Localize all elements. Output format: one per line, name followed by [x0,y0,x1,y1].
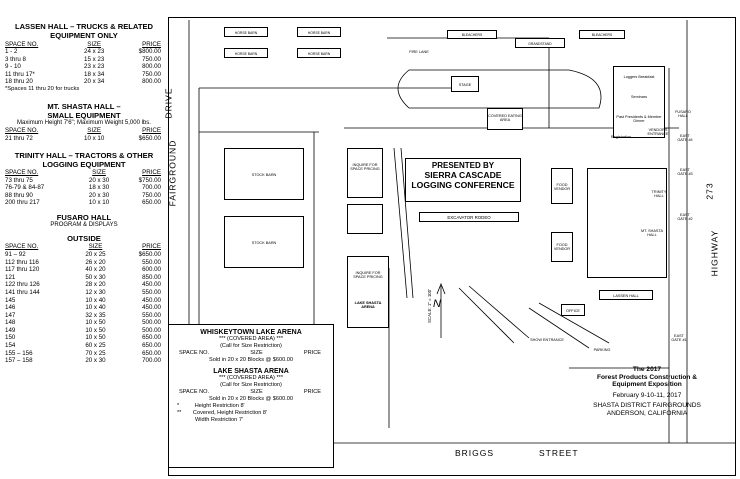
expo-title-block: The 2017 Forest Products Construction & … [593,366,701,417]
food-vendor: FOOD VENDOR [551,232,573,262]
briggs-label: BRIGGS [455,448,495,458]
presented-by: PRESENTED BY [431,161,495,170]
fusaro-hall: Loggers Breakfast Seminars Past Presiden… [613,66,665,138]
logging-display [347,204,383,234]
office: OFFICE [561,304,585,316]
footnote: * Height Restriction 8' [177,403,245,409]
stock-barn: STOCK BARN [224,148,304,200]
bleachers: BLEACHERS [447,30,497,39]
inquire-pricing: INQUIRE FOR SPACE PRICING [347,148,383,198]
trinity-hall-label: TRINITY HALL [651,190,667,199]
col-size: SIZE [87,40,102,48]
sierra-cascade: SIERRA CASCADE [424,170,502,180]
vendors-entrance: VENDORS ENTRANCE [647,128,669,137]
east-gate-2: EAST GATE #2 [677,213,693,222]
col-price: PRICE [142,40,161,48]
footnote: ** Covered, Height Restriction 8' [177,410,268,416]
fairground-map: HORSE BARN HORSE BARN HORSE BARN HORSE B… [163,17,736,476]
presented-by-box: PRESENTED BY SIERRA CASCADE LOGGING CONF… [405,158,521,202]
highway-label: HIGHWAY [709,229,720,277]
horse-barn: HORSE BARN [224,27,268,37]
shasta-title-2: SMALL EQUIPMENT [47,110,121,120]
trinity-title-1: TRINITY HALL – TRACTORS & OTHER [14,150,154,160]
mt-shasta-hall: MT. SHASTA HALL [587,168,667,278]
north-arrow [436,282,446,338]
bleachers: BLEACHERS [579,30,625,39]
whiskeytown-title: WHISKEYTOWN LAKE ARENA [200,329,302,336]
street-label: STREET [539,448,579,458]
fusaro-subtitle: PROGRAM & DISPLAYS [50,221,118,228]
drive-label: DRIVE [163,87,174,119]
trinity-title-2: LOGGING EQUIPMENT [42,159,126,169]
east-gate-1: EAST GATE #1 [671,334,687,343]
lassen-title-1: LASSEN HALL – TRUCKS & RELATED [14,22,154,31]
fairground-label: FAIRGROUND [167,139,178,207]
lassen-title-2: EQUIPMENT ONLY [50,31,118,40]
footnote: Width Restriction 7' [195,417,244,423]
price-list-panel: LASSEN HALL – TRUCKS & RELATED EQUIPMENT… [0,0,168,479]
col-space: SPACE NO. [5,40,39,48]
show-entrance: SHOW ENTRANCE [530,338,564,342]
parking: PARKING [593,348,611,352]
fusaro-hall-label: FUSARO HALL [675,110,691,119]
registration-label: Registration [610,135,632,139]
lassen-hall: LASSEN HALL [599,290,653,300]
lake-shasta-title: LAKE SHASTA ARENA [213,368,289,375]
fusaro-title: FUSARO HALL [56,212,112,222]
north-label: N [433,298,441,310]
shasta-title-1: MT. SHASTA HALL – [47,101,121,111]
grandstand: GRANDSTAND [515,38,565,48]
horse-barn: HORSE BARN [297,27,341,37]
covered-eating-area: COVERED EATING AREA [487,108,523,130]
horse-barn: HORSE BARN [224,48,268,58]
logging-conference: LOGGING CONFERENCE [411,180,515,190]
stage: STAGE [451,76,479,92]
shasta-subtitle: Maximum Height 7'6"; Maximum Weight 5,00… [17,119,151,126]
fire-lane: FIRE LANE [409,50,429,54]
food-vendor: FOOD VENDOR [551,168,573,204]
horse-barn: HORSE BARN [297,48,341,58]
east-gate-4: EAST GATE #4 [677,134,693,143]
hwy-number: 273 [704,182,715,200]
outside-title: OUTSIDE [67,233,101,243]
lake-shasta-arena: INQUIRE FOR SPACE PRICING LAKE SHASTA AR… [347,256,389,328]
arena-legend: WHISKEYTOWN LAKE ARENA *** (COVERED AREA… [168,324,334,468]
lassen-note: *Spaces 11 thru 20 for trucks [5,85,80,92]
scale-label: SCALE: 1" = 100' [427,288,432,323]
excavator-rodeo: EXCAVATOR RODEO [419,212,519,222]
stock-barn: STOCK BARN [224,216,304,268]
east-gate-3: EAST GATE #3 [677,168,693,177]
